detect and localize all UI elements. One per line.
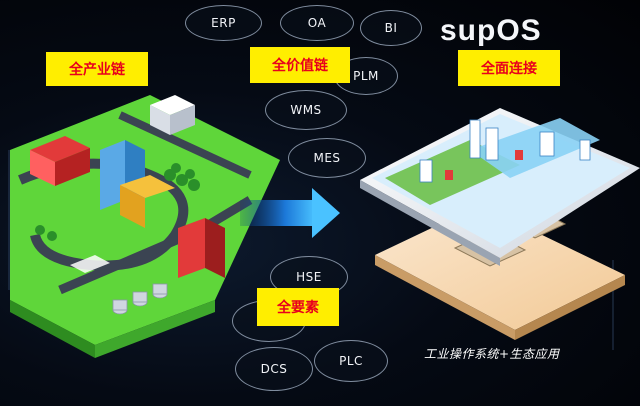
tag-all-elements: 全要素 xyxy=(257,288,339,326)
tag-industry-chain: 全产业链 xyxy=(46,52,148,86)
smart-city-illustration xyxy=(10,95,280,358)
caption: 工业操作系统+生态应用 xyxy=(424,347,560,361)
tag-full-connection: 全面连接 xyxy=(458,50,560,86)
tag-value-chain: 全价值链 xyxy=(250,47,350,83)
bubble-oa: OA xyxy=(280,5,354,41)
platform-illustration xyxy=(360,108,640,340)
bubble-dcs: DCS xyxy=(235,347,313,391)
bubble-mes: MES xyxy=(288,138,366,178)
bubble-wms: WMS xyxy=(265,90,347,130)
bubble-plc: PLC xyxy=(314,340,388,382)
bubble-bi: BI xyxy=(360,10,422,46)
transform-arrow xyxy=(240,188,340,238)
bubble-erp: ERP xyxy=(185,5,262,41)
supos-logo: supOS xyxy=(440,14,542,47)
